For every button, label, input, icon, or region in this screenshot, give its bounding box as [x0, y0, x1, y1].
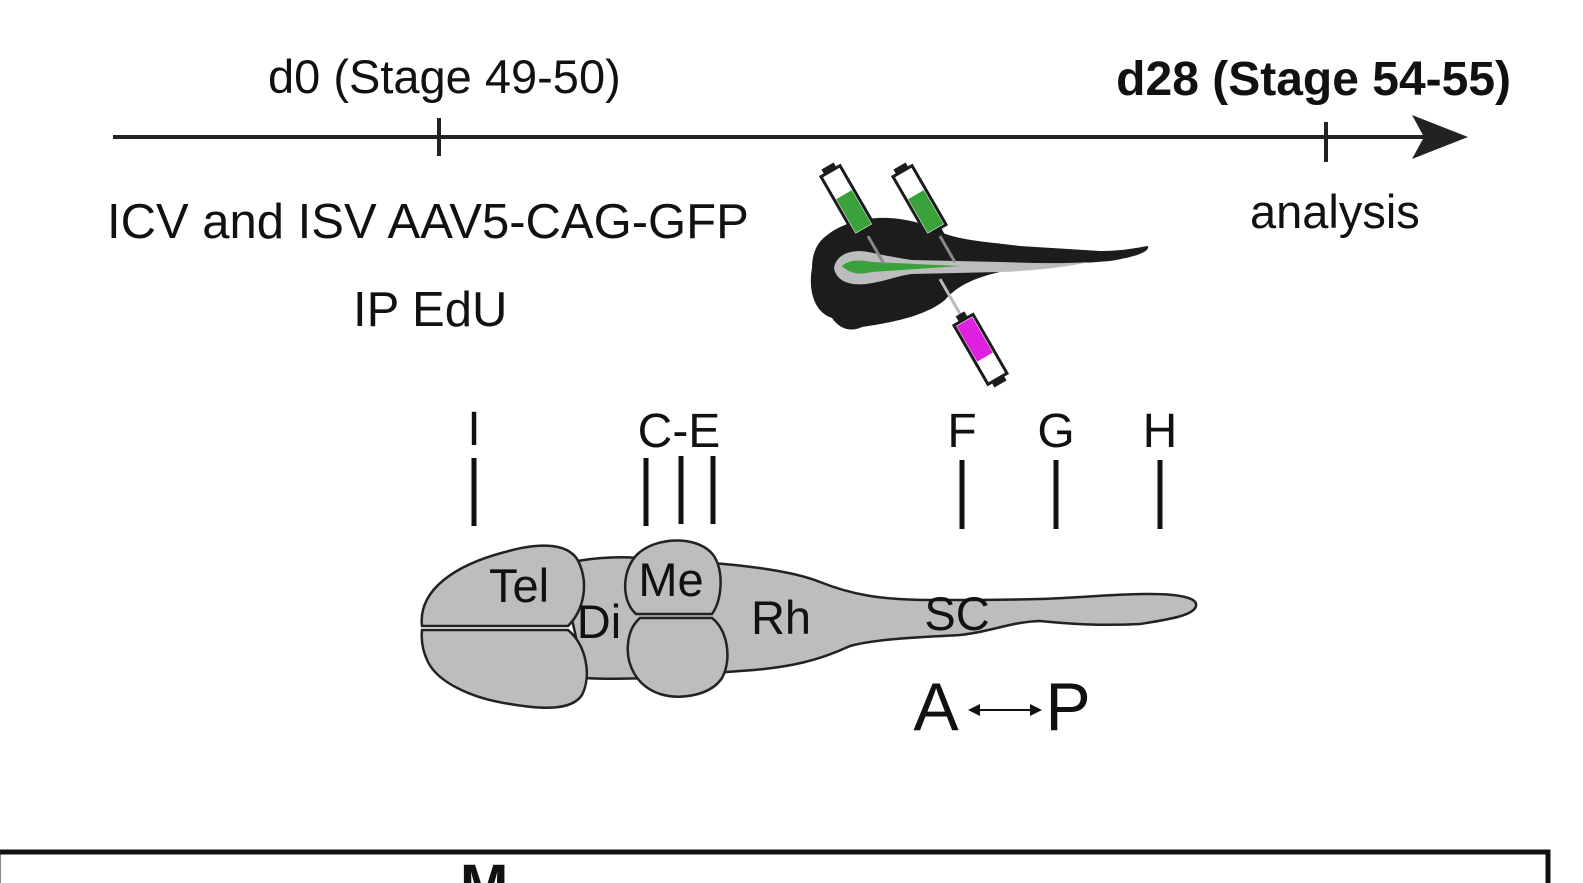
me-lower-lobe	[626, 616, 729, 698]
marker-label-c-e: C-E	[638, 405, 721, 458]
timeline-arrowhead	[1412, 115, 1468, 159]
region-label-di: Di	[577, 595, 621, 648]
marker-label-h: H	[1143, 405, 1178, 458]
syringe-isv	[890, 162, 957, 263]
tadpole-illustration	[810, 162, 1149, 388]
timeline-end-label: d28 (Stage 54-55)	[1116, 53, 1511, 106]
bottom-panel: M	[0, 849, 1551, 883]
anterior-label: A	[913, 669, 959, 745]
timeline-start-label: d0 (Stage 49-50)	[268, 50, 621, 103]
section-markers: I C-E F G H	[467, 403, 1177, 529]
brain-schematic	[420, 539, 1198, 709]
tel-lower-lobe	[420, 628, 589, 709]
treatment-label: ICV and ISV AAV5-CAG-GFP	[107, 195, 749, 249]
tadpole-body	[810, 217, 1149, 330]
region-label-rh: Rh	[751, 591, 811, 644]
ap-arrowhead-right	[1030, 704, 1042, 716]
tadpole-brain	[834, 251, 1090, 285]
analysis-label: analysis	[1250, 185, 1420, 238]
brain-region-labels: Tel Di Me Rh SC	[489, 553, 990, 648]
gfp-signal	[842, 260, 960, 274]
edu-label: IP EdU	[353, 283, 507, 337]
posterior-label: P	[1045, 669, 1090, 745]
ap-arrowhead-left	[968, 704, 980, 716]
syringe-ip-edu	[938, 278, 1010, 388]
ap-axis: A P	[913, 669, 1090, 745]
marker-label-f: F	[947, 405, 976, 458]
region-label-me: Me	[638, 553, 703, 606]
timeline: d0 (Stage 49-50) d28 (Stage 54-55) ICV a…	[107, 50, 1511, 337]
marker-label-g: G	[1037, 405, 1074, 458]
syringe-icv	[818, 162, 886, 265]
bottom-panel-title: M	[460, 853, 508, 883]
region-label-sc: SC	[924, 587, 989, 640]
me-upper-lobe	[623, 539, 722, 616]
marker-label-i: I	[467, 403, 480, 456]
bottom-panel-frame	[0, 849, 1551, 883]
tel-upper-lobe	[420, 544, 586, 628]
region-label-tel: Tel	[489, 559, 549, 612]
